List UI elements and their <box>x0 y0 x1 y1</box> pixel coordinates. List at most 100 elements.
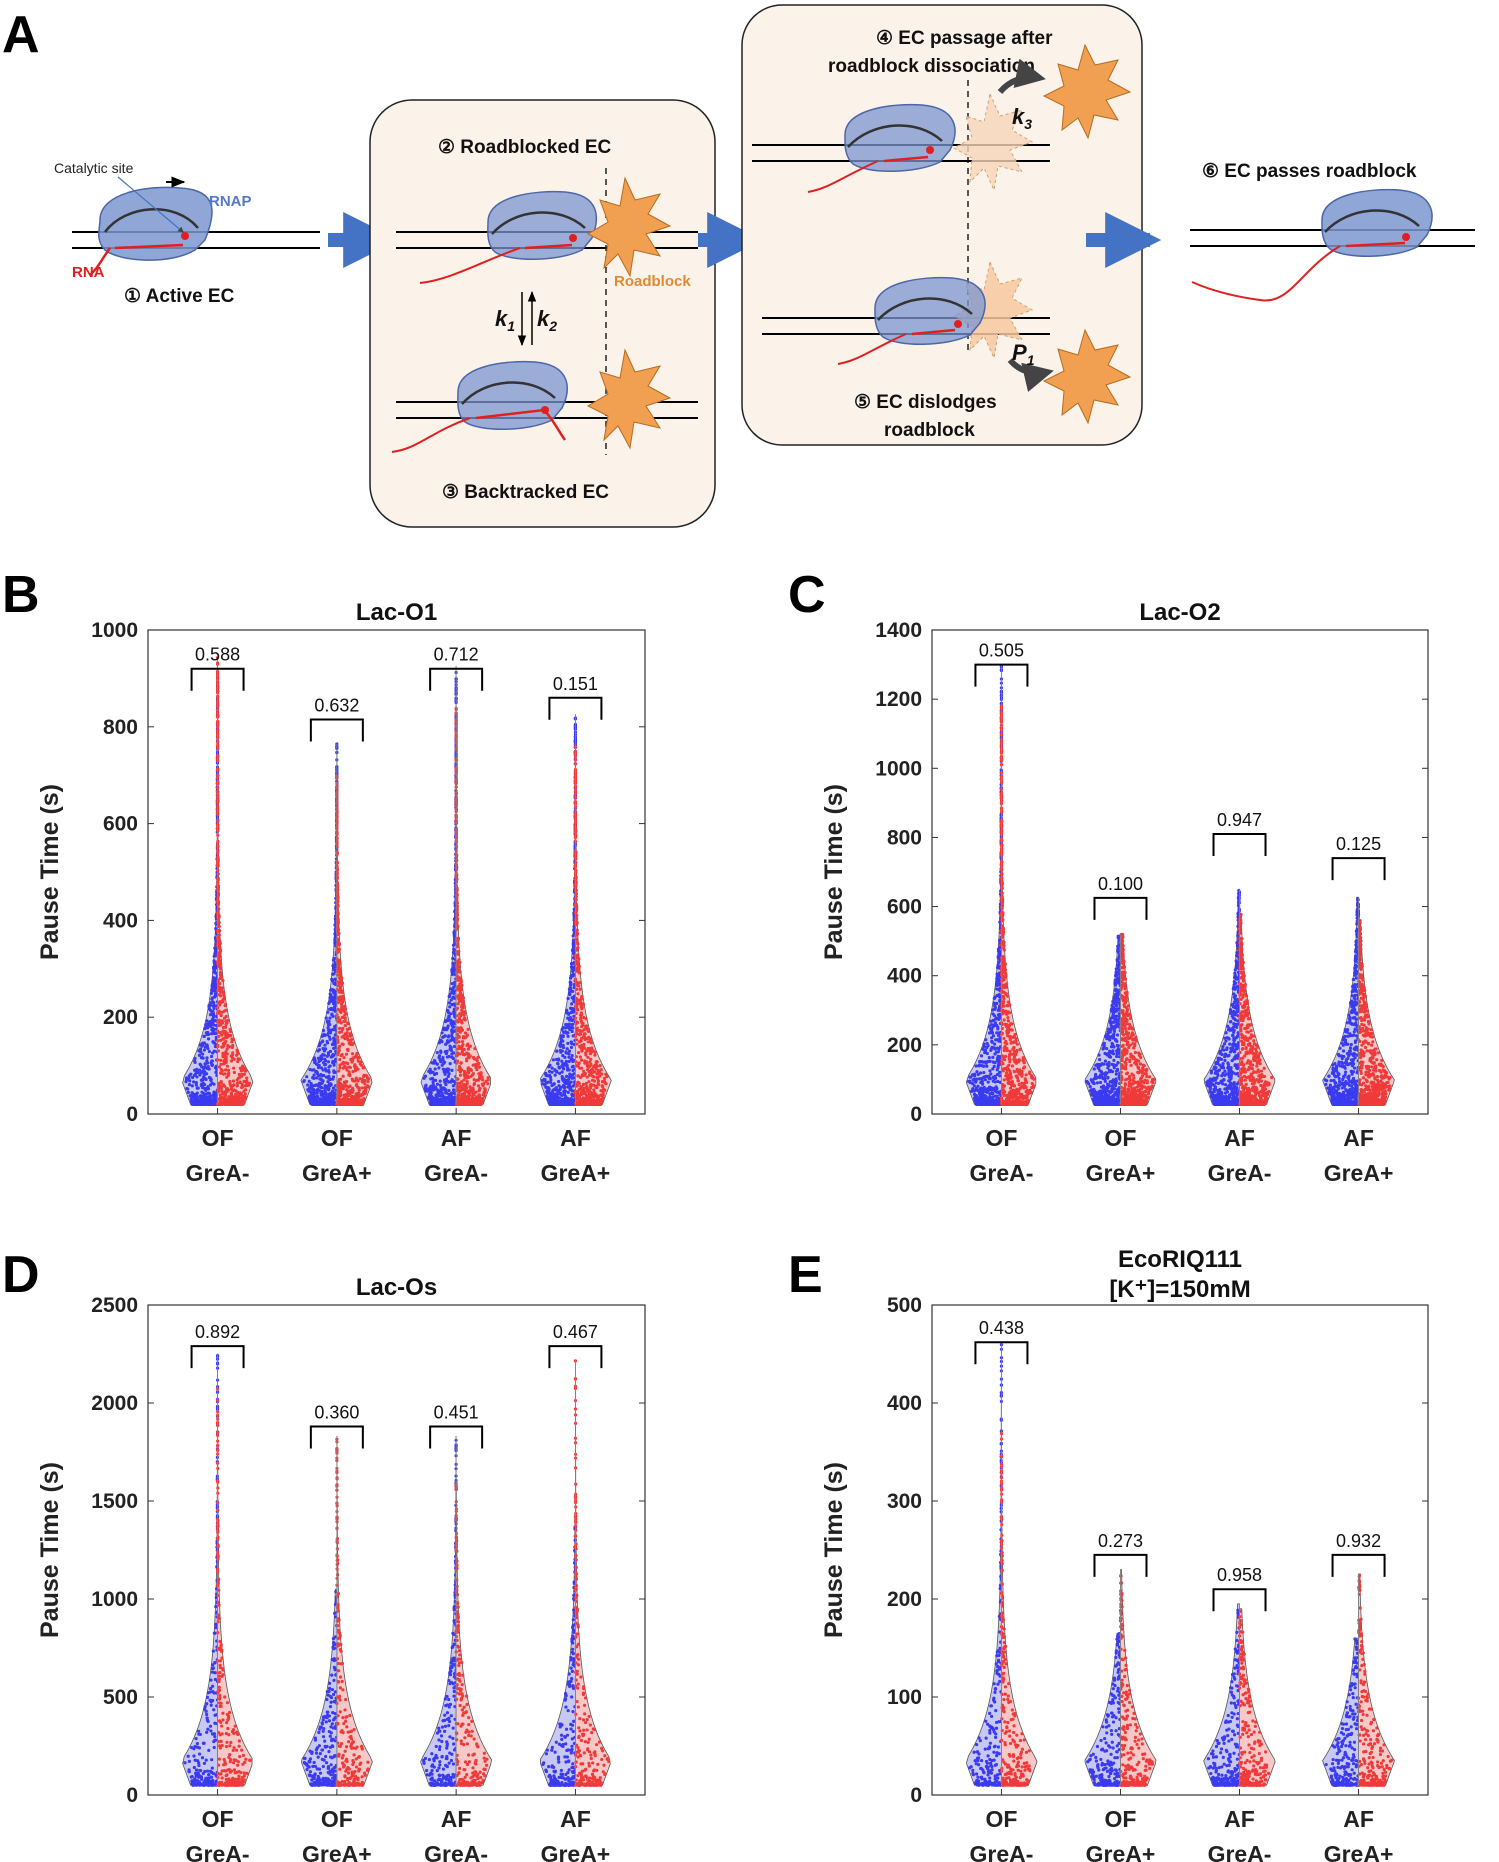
significance-bracket <box>548 696 603 720</box>
violin-left-half <box>182 675 218 1105</box>
significance-bracket <box>1212 1588 1267 1612</box>
k2-label: k <box>537 306 551 331</box>
k1-label: k <box>495 306 509 331</box>
x-category-label: GreA+ <box>302 1160 372 1186</box>
y-tick-label: 1400 <box>875 619 922 642</box>
violin-left-half <box>1322 1637 1359 1786</box>
y-tick-label: 800 <box>887 826 922 849</box>
p-value-label: 0.712 <box>434 645 479 665</box>
plot-frame <box>931 1304 1429 1796</box>
violin-right-points <box>1356 919 1392 1106</box>
x-category-label: GreA- <box>424 1841 488 1862</box>
chart-ecoriq111: EcoRIQ111[K⁺]=150mM0100200300400500Pause… <box>820 1246 1429 1862</box>
p-value-label: 0.451 <box>434 1403 479 1423</box>
x-category-label: OF <box>985 1125 1017 1151</box>
svg-text:k3: k3 <box>1012 104 1032 132</box>
stage-ec-passes: ⑥ EC passes roadblock <box>1190 161 1475 302</box>
rna-strand-icon <box>89 247 112 276</box>
svg-text:P1: P1 <box>1012 340 1035 368</box>
y-tick-label: 400 <box>887 1392 922 1415</box>
roadblock-state-box: ② Roadblocked EC Roadblock k1 k2 ③ Backt… <box>369 99 716 528</box>
y-tick-label: 1000 <box>875 757 922 780</box>
svg-text:k2: k2 <box>537 306 557 334</box>
y-tick-label: 500 <box>103 1686 138 1709</box>
x-category-label: GreA+ <box>1324 1160 1394 1186</box>
p1-label: P <box>1012 340 1027 365</box>
significance-bracket <box>429 667 484 691</box>
y-tick-label: 2500 <box>91 1294 138 1317</box>
violin-right-points <box>573 745 609 1106</box>
y-tick-label: 200 <box>103 1006 138 1029</box>
significance-bracket <box>1093 1553 1148 1577</box>
significance-bracket <box>548 1345 603 1369</box>
violin-left-half <box>182 1353 218 1786</box>
violin-right-points <box>215 1387 253 1787</box>
violin-left-points <box>422 670 458 1106</box>
k3-label: k <box>1012 104 1026 129</box>
y-tick-label: 600 <box>887 896 922 919</box>
y-tick-label: 800 <box>103 716 138 739</box>
significance-bracket <box>190 1345 245 1369</box>
x-category-label: AF <box>1224 1806 1255 1832</box>
y-tick-label: 0 <box>910 1103 922 1126</box>
x-category-label: AF <box>1343 1806 1374 1832</box>
plot-frame <box>147 1304 646 1796</box>
x-category-label: AF <box>441 1806 472 1832</box>
y-axis-label: Pause Time (s) <box>820 1462 848 1638</box>
y-tick-label: 0 <box>126 1103 138 1126</box>
p1-subscript: 1 <box>1027 352 1035 368</box>
p-value-label: 0.947 <box>1217 810 1262 830</box>
y-tick-label: 400 <box>887 965 922 988</box>
violin-right-half <box>217 656 254 1105</box>
y-axis-label: Pause Time (s) <box>36 1462 64 1638</box>
violin-left-points <box>1205 888 1242 1106</box>
x-category-label: AF <box>1343 1125 1374 1151</box>
violin-right-points <box>1238 1609 1271 1787</box>
dislodge-arrow-icon <box>1007 357 1054 393</box>
significance-bracket <box>309 1425 364 1449</box>
panel-a-diagram: A Catalytic site RNAP RNA ① Active EC ② … <box>2 4 1475 528</box>
k3-subscript: 3 <box>1024 116 1032 132</box>
ec-passage-label-2: roadblock dissociation <box>828 56 1035 77</box>
x-category-label: GreA+ <box>541 1841 611 1862</box>
violin-right-points <box>215 656 252 1106</box>
y-tick-label: 1200 <box>875 688 922 711</box>
significance-bracket <box>1093 896 1148 920</box>
significance-bracket <box>1331 857 1386 881</box>
x-category-label: GreA- <box>1208 1841 1272 1862</box>
x-category-label: GreA- <box>186 1160 250 1186</box>
y-tick-label: 0 <box>126 1784 138 1807</box>
panel-letter-b: B <box>2 566 40 624</box>
y-tick-label: 1000 <box>91 1588 138 1611</box>
violin-left-half <box>1084 1632 1121 1786</box>
violin-right-points <box>454 706 490 1106</box>
violin-left-points <box>1206 1608 1242 1787</box>
x-category-label: OF <box>985 1806 1017 1832</box>
active-ec-label: ① Active EC <box>124 286 235 307</box>
y-tick-label: 200 <box>887 1034 922 1057</box>
y-tick-label: 300 <box>887 1490 922 1513</box>
ec-passage-label-1: ④ EC passage after <box>876 28 1053 49</box>
violin-right-half <box>1358 1574 1395 1786</box>
x-category-label: GreA+ <box>1086 1160 1156 1186</box>
significance-bracket <box>1212 832 1267 856</box>
p-value-label: 0.588 <box>195 645 240 665</box>
x-category-label: GreA+ <box>1086 1841 1156 1862</box>
x-category-label: OF <box>321 1806 353 1832</box>
y-tick-label: 0 <box>910 1784 922 1807</box>
p-value-label: 0.360 <box>314 1403 359 1423</box>
y-tick-label: 400 <box>103 909 138 932</box>
roadblocked-ec-label: ② Roadblocked EC <box>438 137 612 158</box>
x-category-label: GreA- <box>1208 1160 1272 1186</box>
x-category-label: OF <box>202 1806 234 1832</box>
x-category-label: GreA- <box>969 1160 1033 1186</box>
violin-right-half <box>455 1481 493 1786</box>
p-value-label: 0.632 <box>314 696 359 716</box>
catalytic-site-dot-icon <box>181 232 189 240</box>
violin-left-half <box>965 1343 1002 1786</box>
y-tick-label: 200 <box>887 1588 922 1611</box>
svg-text:k1: k1 <box>495 306 515 334</box>
